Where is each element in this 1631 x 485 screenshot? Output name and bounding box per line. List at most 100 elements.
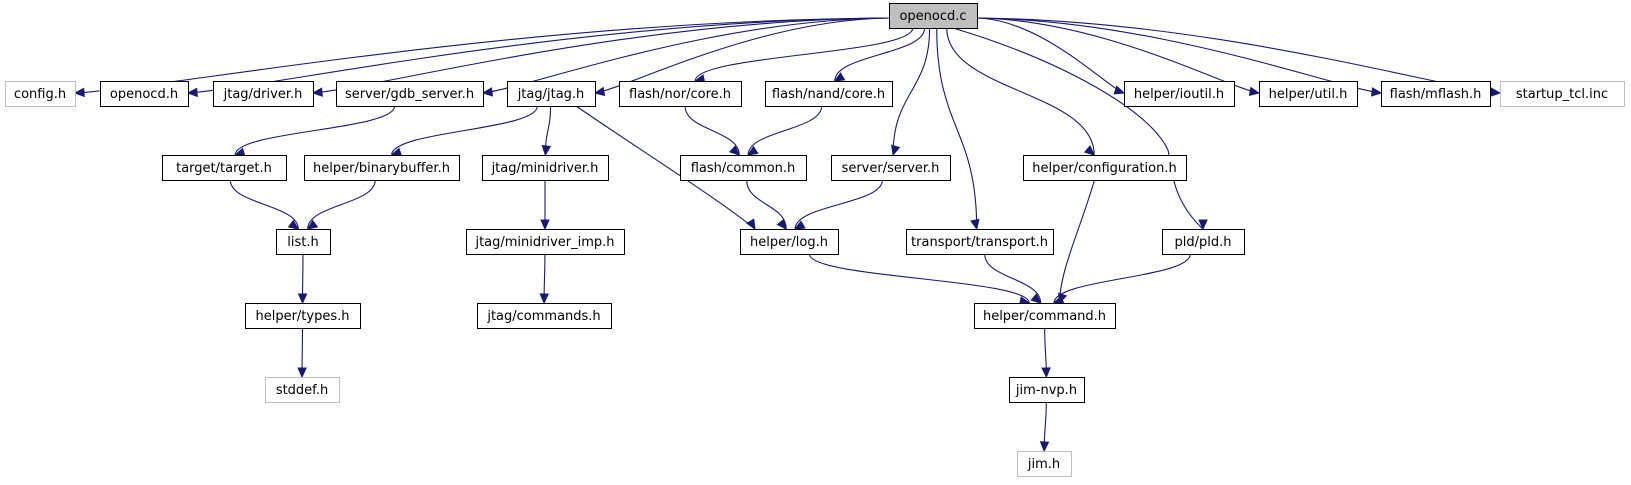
node-config-h: config.h [5,81,76,107]
node-label: flash/common.h [691,161,796,176]
arrowhead [297,293,308,305]
node-label: list.h [287,235,318,250]
node-jtag-minidriver-imp-h[interactable]: jtag/minidriver_imp.h [466,229,625,255]
edge-jim_nvp_h-to-jim_h [1039,401,1050,453]
node-helper-configuration-h[interactable]: helper/configuration.h [1023,155,1187,181]
arrowhead [728,145,741,156]
edge-flash_common_h-to-helper_log_h [746,179,788,230]
node-label: helper/binarybuffer.h [313,161,450,176]
arrowhead [539,293,549,305]
node-box [740,229,839,255]
node-openocd-c: openocd.c [889,3,978,29]
node-box [831,155,951,181]
node-box [336,81,484,107]
edge-openocd_c-to-server_server_h [891,27,931,157]
node-box [276,229,331,255]
node-label: jtag/driver.h [223,87,303,102]
node-jtag-driver-h[interactable]: jtag/driver.h [213,81,314,107]
node-target-target-h[interactable]: target/target.h [162,155,287,181]
node-box [1023,155,1187,181]
edge-openocd_c-to-transport_transport_h [936,27,980,231]
node-box [1259,81,1358,107]
edge-line [834,27,926,82]
node-box [619,81,742,107]
edge-line [892,27,931,156]
node-jtag-commands-h[interactable]: jtag/commands.h [477,303,612,329]
arrowhead [1041,367,1051,379]
arrowhead [481,87,494,97]
node-stddef-h: stddef.h [265,377,340,403]
node-box [265,377,340,403]
edge-line [1058,179,1096,304]
node-helper-util-h[interactable]: helper/util.h [1259,81,1358,107]
edge-pld_pld_h-to-helper_command_h [1052,253,1191,305]
node-flash-nand-core-h[interactable]: flash/nand/core.h [765,81,893,107]
arrowhead [747,145,759,156]
node-list-h[interactable]: list.h [276,229,331,255]
edge-jtag_minidriver_h-to-jtag_minidriver_imp_h [540,179,550,231]
node-server-gdb-server-h[interactable]: server/gdb_server.h [336,81,484,107]
arrowhead [833,72,846,82]
node-label: transport/transport.h [911,235,1048,250]
node-box [1162,229,1245,255]
arrowhead [1490,87,1502,97]
node-label: flash/nor/core.h [629,87,731,102]
node-label: flash/nand/core.h [772,87,885,102]
node-jtag-minidriver-h[interactable]: jtag/minidriver.h [482,155,609,181]
node-label: helper/ioutil.h [1134,87,1224,102]
node-flash-common-h[interactable]: flash/common.h [680,155,807,181]
node-box [304,155,460,181]
edge-line [746,179,787,230]
node-label: jtag/minidriver_imp.h [474,235,614,250]
edge-jtag_jtag_h-to-helper_log_h [575,105,756,231]
node-helper-command-h[interactable]: helper/command.h [974,303,1116,329]
node-helper-log-h[interactable]: helper/log.h [740,229,839,255]
arrowhead [593,86,606,97]
node-jtag-jtag-h[interactable]: jtag/jtag.h [507,81,596,107]
node-box [889,3,978,29]
arrowhead [390,147,403,157]
arrowhead [1113,85,1126,95]
node-jim-nvp-h[interactable]: jim-nvp.h [1009,377,1085,403]
node-pld-pld-h[interactable]: pld/pld.h [1162,229,1245,255]
node-box [1009,377,1085,403]
node-helper-types-h[interactable]: helper/types.h [245,303,361,329]
edge-target_target_h-to-list_h [229,179,300,230]
edge-line [684,105,740,156]
node-label: stddef.h [276,383,328,398]
arrowhead [1039,441,1050,453]
node-label: server/server.h [842,161,940,176]
edge-line [794,179,883,230]
edge-line [575,105,756,230]
node-label: helper/util.h [1269,87,1348,102]
arrowhead [1030,293,1042,304]
arrowhead [287,219,300,230]
node-helper-ioutil-h[interactable]: helper/ioutil.h [1124,81,1235,107]
node-box [162,155,287,181]
arrowhead [541,145,552,157]
node-transport-transport-h[interactable]: transport/transport.h [906,229,1054,255]
arrowhead [306,219,319,230]
node-helper-binarybuffer-h[interactable]: helper/binarybuffer.h [304,155,460,181]
edge-line [594,17,890,94]
nodes-layer: openocd.c config.h openocd.h jtag/driver.h s… [5,3,1625,477]
edge-openocd_c-to-helper_ioutil_h [976,17,1126,95]
edge-jtag_minidriver_imp_h-to-jtag_commands_h [539,253,549,305]
edge-list_h-to-helper_types_h [297,253,308,305]
node-server-server-h[interactable]: server/server.h [831,155,951,181]
node-box [507,81,596,107]
node-openocd-h[interactable]: openocd.h [100,81,189,107]
node-flash-nor-core-h[interactable]: flash/nor/core.h [619,81,742,107]
node-flash-mflash-h[interactable]: flash/mflash.h [1381,81,1491,107]
arrowhead [1198,219,1208,231]
node-jim-h: jim.h [1017,451,1072,477]
edge-jtag_jtag_h-to-jtag_minidriver_h [541,105,552,157]
node-label: jtag/jtag.h [517,87,585,102]
edge-helper_binarybuffer_h-to-list_h [306,179,376,230]
node-box [100,81,189,107]
edge-flash_nor_core_h-to-flash_common_h [684,105,741,156]
node-label: jim-nvp.h [1015,383,1077,398]
edge-openocd_c-to-flash_nor_core_h [693,27,914,84]
arrowhead [186,87,198,98]
